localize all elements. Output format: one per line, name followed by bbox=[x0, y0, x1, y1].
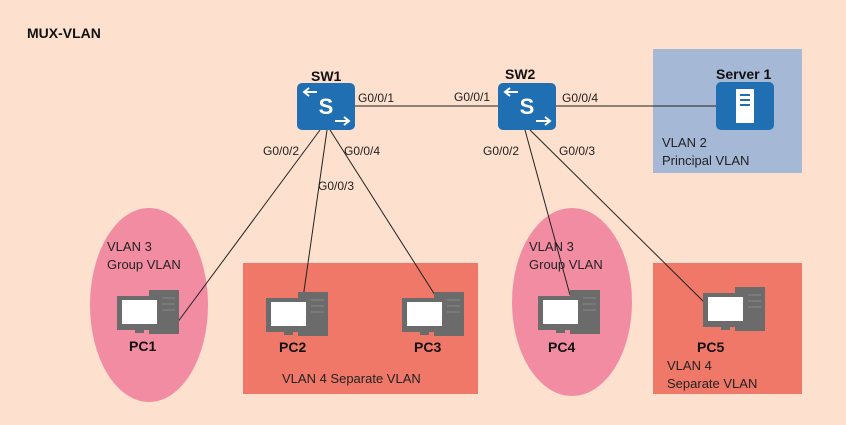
port-sw1-g002: G0/0/2 bbox=[263, 144, 300, 158]
separate2-type-label: Separate VLAN bbox=[667, 376, 758, 391]
sw2-label: SW2 bbox=[505, 66, 536, 82]
group2-type-label: Group VLAN bbox=[529, 257, 603, 272]
port-sw1-g004: G0/0/4 bbox=[344, 144, 381, 158]
server-vlan-label: VLAN 2 bbox=[662, 135, 707, 150]
separate2-vlan-label: VLAN 4 bbox=[667, 358, 712, 373]
pc5-icon[interactable] bbox=[703, 287, 765, 331]
group1-type-label: Group VLAN bbox=[107, 257, 181, 272]
pc3-icon[interactable] bbox=[402, 292, 464, 336]
diagram-title: MUX-VLAN bbox=[27, 25, 101, 41]
port-sw2-g003: G0/0/3 bbox=[559, 144, 596, 158]
svg-text:S: S bbox=[520, 94, 535, 119]
separate1-label: VLAN 4 Separate VLAN bbox=[282, 371, 421, 386]
pc1-icon[interactable] bbox=[117, 290, 179, 334]
pc1-label: PC1 bbox=[129, 338, 157, 354]
link-sw2-pc5 bbox=[529, 129, 708, 306]
port-sw1-g001: G0/0/1 bbox=[358, 91, 395, 105]
link-sw1-pc3 bbox=[329, 129, 436, 296]
server-icon[interactable] bbox=[716, 82, 774, 130]
sw1-label: SW1 bbox=[311, 68, 342, 84]
link-sw2-pc4 bbox=[524, 129, 571, 296]
pc3-label: PC3 bbox=[414, 339, 442, 355]
group2-vlan-label: VLAN 3 bbox=[529, 239, 574, 254]
pc2-icon[interactable] bbox=[266, 292, 328, 336]
pc2-label: PC2 bbox=[279, 339, 307, 355]
switch-sw1-icon[interactable]: S bbox=[297, 83, 355, 130]
port-sw2-g001: G0/0/1 bbox=[454, 90, 491, 104]
pc4-label: PC4 bbox=[548, 339, 576, 355]
switch-sw2-icon[interactable]: S bbox=[498, 83, 556, 130]
pc4-icon[interactable] bbox=[538, 290, 600, 334]
pc5-label: PC5 bbox=[697, 339, 725, 355]
link-sw1-pc2 bbox=[302, 129, 328, 299]
group1-vlan-label: VLAN 3 bbox=[107, 239, 152, 254]
link-sw1-pc1 bbox=[176, 129, 321, 324]
server-label: Server 1 bbox=[716, 66, 772, 82]
server-vlan-type-label: Principal VLAN bbox=[662, 153, 750, 168]
port-sw1-g003: G0/0/3 bbox=[318, 179, 355, 193]
port-sw2-g002: G0/0/2 bbox=[483, 144, 520, 158]
port-sw2-g004: G0/0/4 bbox=[562, 91, 599, 105]
svg-text:S: S bbox=[319, 94, 334, 119]
